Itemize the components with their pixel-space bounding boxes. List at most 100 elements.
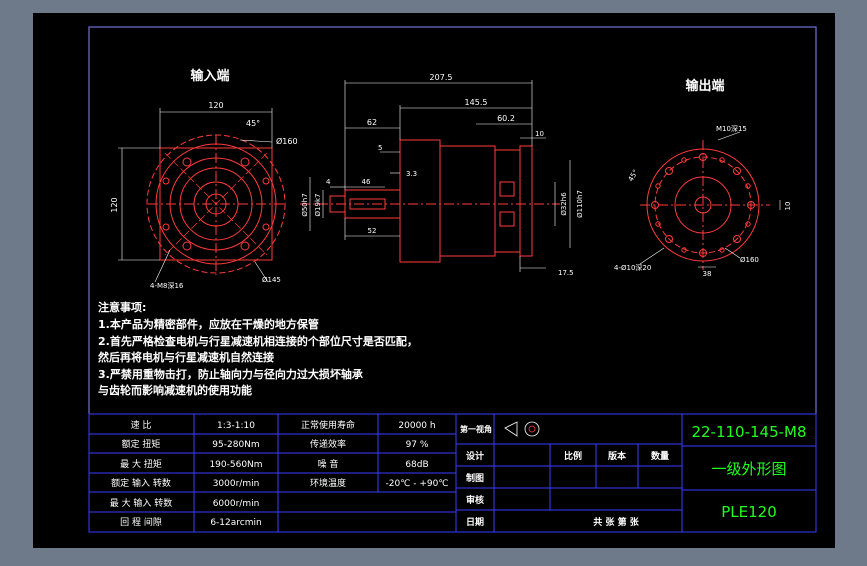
input-corner-hole	[162, 177, 170, 185]
drawing-label: 制图	[466, 472, 484, 484]
projection-circle-inner	[528, 425, 536, 433]
spec-value: 6000r/min	[213, 499, 260, 509]
spec-table-text: 速 比 1:3-1:10 正常使用寿命 20000 h 额定 扭矩 95-280…	[110, 419, 449, 528]
title-block-main: 22-110-145-M8 一级外形图 PLE120	[691, 423, 806, 521]
input-corner-hole	[262, 177, 270, 185]
quantity-label: 数量	[651, 450, 669, 462]
dim-17-5: 17.5	[558, 269, 574, 277]
output-thread-hole	[719, 247, 725, 253]
scale-label: 比例	[564, 450, 582, 462]
input-leader	[154, 249, 171, 283]
output-thread-hole	[745, 183, 751, 189]
input-corner-hole	[262, 223, 270, 231]
spec-label: 传递效率	[310, 438, 346, 450]
notes-line: 1.本产品为精密部件，应放在干燥的地方保管	[98, 317, 319, 331]
dim-110h7: Ø110h7	[576, 190, 584, 218]
title-block-text: 第一视角 设计 制图 审核 日期 比例 版本 数量 共 张 第 张	[460, 424, 669, 528]
output-hole	[665, 167, 673, 175]
output-thread-hole	[681, 247, 687, 253]
spec-value: 1:3-1:10	[217, 421, 255, 431]
spec-value: 97 %	[406, 440, 429, 450]
input-end-label: 输入端	[190, 68, 229, 84]
drawing-sheet	[33, 13, 835, 548]
spec-table	[88, 413, 457, 533]
spec-value: 6-12arcmin	[210, 518, 261, 528]
notes-line: 3.严禁用重物击打，防止轴向力与径向力过大损坏轴承	[98, 367, 364, 381]
input-leader	[254, 261, 269, 283]
dim-3-3: 3.3	[406, 170, 417, 178]
output-dimensions	[639, 131, 781, 268]
output-end-view	[640, 140, 770, 270]
output-thread-hole	[719, 157, 725, 163]
side-view	[300, 139, 560, 263]
spec-label: 速 比	[131, 419, 152, 431]
output-thread-hole	[745, 221, 751, 227]
output-leader	[717, 131, 741, 141]
dim-62: 62	[367, 118, 377, 127]
input-width-dim: 120	[208, 101, 223, 110]
projection-label: 第一视角	[460, 424, 492, 434]
notes-line: 然后再将电机与行星减速机自然连接	[98, 350, 274, 364]
dim-10: 10	[535, 130, 544, 138]
spec-value: 68dB	[405, 460, 428, 470]
input-holes-spec: 4-M8深16	[150, 281, 184, 290]
spec-label: 最 大 输入 转数	[110, 497, 173, 509]
output-thread-hole	[681, 157, 687, 163]
input-diagonal	[164, 152, 268, 256]
output-end-label: 输出端	[685, 78, 724, 94]
dim-52: 52	[368, 227, 377, 235]
output-side-10: 10	[784, 202, 792, 211]
input-angle-dim: 45°	[246, 119, 260, 128]
spec-value: 3000r/min	[213, 479, 260, 489]
spec-label: 正常使用寿命	[301, 419, 355, 431]
output-leader	[639, 247, 665, 265]
spec-value: 20000 h	[398, 421, 435, 431]
output-dia-160: Ø160	[740, 256, 759, 264]
spec-label: 噪 音	[318, 458, 339, 470]
spec-label: 额定 输入 转数	[111, 477, 171, 489]
side-output-flange	[519, 145, 533, 257]
output-hole	[733, 235, 741, 243]
output-thread-hole	[655, 183, 661, 189]
dim-60-2: 60.2	[497, 114, 515, 123]
model-name: PLE120	[721, 503, 777, 521]
input-corner-hole	[162, 223, 170, 231]
title-block-frame	[455, 413, 817, 533]
input-dimensions	[118, 108, 273, 283]
spec-value: -20℃ - +90℃	[386, 479, 449, 489]
output-hole	[665, 235, 673, 243]
spec-label: 最 大 扭矩	[120, 458, 162, 470]
dim-5: 5	[378, 144, 382, 152]
review-label: 审核	[466, 494, 484, 506]
title-block	[455, 413, 817, 533]
spec-value: 95-280Nm	[212, 440, 259, 450]
dim-19k7: Ø19k7	[314, 194, 322, 217]
drawing-title: 一级外形图	[711, 460, 786, 478]
notes-line: 与齿轮而影响减速机的使用功能	[98, 383, 252, 397]
input-bolt-hole	[240, 241, 250, 251]
input-bolt-hole	[182, 157, 192, 167]
side-dimensions	[309, 80, 571, 272]
dim-4: 4	[326, 178, 331, 186]
side-bearing	[499, 181, 515, 197]
spec-label: 回 程 间隙	[120, 516, 162, 528]
output-holes-bottom: 4-Ø10深20	[614, 263, 651, 272]
output-holes-top: M10深15	[716, 124, 747, 133]
input-bolt-hole	[182, 241, 192, 251]
projection-cone	[504, 421, 518, 437]
input-end-view	[146, 134, 286, 275]
sheets-label: 共 张 第 张	[593, 516, 639, 528]
spec-value: 190-560Nm	[209, 460, 262, 470]
design-label: 设计	[466, 450, 484, 462]
date-label: 日期	[466, 516, 484, 528]
input-leader	[239, 139, 273, 143]
input-dia-160: Ø160	[276, 136, 298, 146]
notes-line: 2.首先严格检查电机与行星减速机相连接的个部位尺寸是否匹配，	[98, 334, 418, 348]
dim-46: 46	[362, 178, 371, 186]
projection-circle-outer	[524, 421, 540, 437]
spec-label: 额定 扭矩	[122, 438, 161, 450]
output-thread-hole	[655, 221, 661, 227]
input-dia-145: Ø145	[262, 276, 281, 284]
output-leader	[724, 247, 741, 259]
